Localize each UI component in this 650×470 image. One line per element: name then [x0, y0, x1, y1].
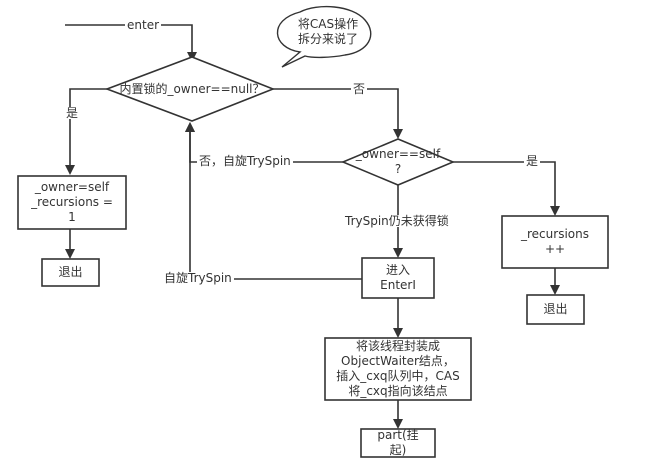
enter-i-line-2: EnterI — [380, 278, 416, 292]
set-owner-line-3: 1 — [68, 210, 76, 224]
spin-fail-label: TrySpin仍未获得锁 — [343, 214, 451, 228]
waiter-line-1: 将该线程封装成 — [355, 339, 440, 353]
part-line-1: part(挂 — [377, 428, 419, 442]
decision-owner-self-line-2: ? — [394, 162, 402, 176]
waiter-box — [324, 337, 472, 401]
waiter-line-4: 将_cxq指向该结点 — [348, 384, 448, 398]
yes-right-label: 是 — [524, 154, 541, 168]
waiter-line-3: 插入_cxq队列中，CAS — [336, 369, 460, 383]
exit-left-text: 退出 — [42, 259, 99, 286]
set-owner-line-1: _owner=self — [34, 180, 110, 194]
exit-left-box — [41, 258, 100, 287]
yes-right-connector — [453, 161, 560, 216]
callout-bubble — [276, 5, 372, 68]
recursions-box — [501, 215, 609, 269]
recursions-line-1: _recursions — [521, 227, 589, 241]
no-spin-label: 否，自旋TrySpin — [197, 154, 293, 168]
self-spin-connector — [185, 122, 362, 280]
part-text: part(挂 起) — [361, 428, 435, 457]
decision-owner-null-text: 内置锁的_owner==null？ — [112, 80, 272, 98]
callout-line-1: 将CAS操作 — [297, 17, 359, 31]
callout-text: 将CAS操作 拆分来说了 — [284, 14, 372, 50]
decision-owner-self-text: _owner==self ? — [350, 146, 446, 178]
recursions-line-2: ++ — [544, 242, 566, 256]
self-spin-label: 自旋TrySpin — [162, 271, 234, 285]
set-owner-box — [17, 175, 127, 230]
waiter-line-2: ObjectWaiter结点， — [341, 354, 455, 368]
yes-left-connector — [65, 88, 107, 175]
exit-right-text: 退出 — [527, 295, 584, 324]
waiter-text: 将该线程封装成 ObjectWaiter结点， 插入_cxq队列中，CAS 将_… — [325, 338, 471, 400]
exit-left-label: 退出 — [58, 265, 83, 279]
set-owner-line-2: _recursions = — [31, 195, 113, 209]
recursions-text: _recursions ++ — [502, 216, 608, 268]
enter-label: enter — [125, 18, 162, 32]
enter-i-text: 进入 EnterI — [362, 258, 434, 298]
enter-i-box — [361, 257, 435, 299]
set-owner-text: _owner=self _recursions = 1 — [18, 176, 126, 229]
callout-line-2: 拆分来说了 — [297, 32, 358, 46]
no-top-connector — [273, 88, 403, 139]
exit-right-label: 退出 — [543, 302, 568, 316]
enter-connector — [65, 24, 197, 62]
decision-owner-null-label: 内置锁的_owner==null？ — [119, 81, 265, 96]
decision-owner-self-line-1: _owner==self — [355, 147, 441, 161]
part-line-2: 起) — [389, 443, 407, 457]
enter-i-line-1: 进入 — [385, 263, 410, 277]
no-top-label: 否 — [351, 82, 368, 96]
yes-left-label: 是 — [64, 106, 81, 120]
exit-right-box — [526, 294, 585, 325]
part-box — [360, 428, 436, 458]
